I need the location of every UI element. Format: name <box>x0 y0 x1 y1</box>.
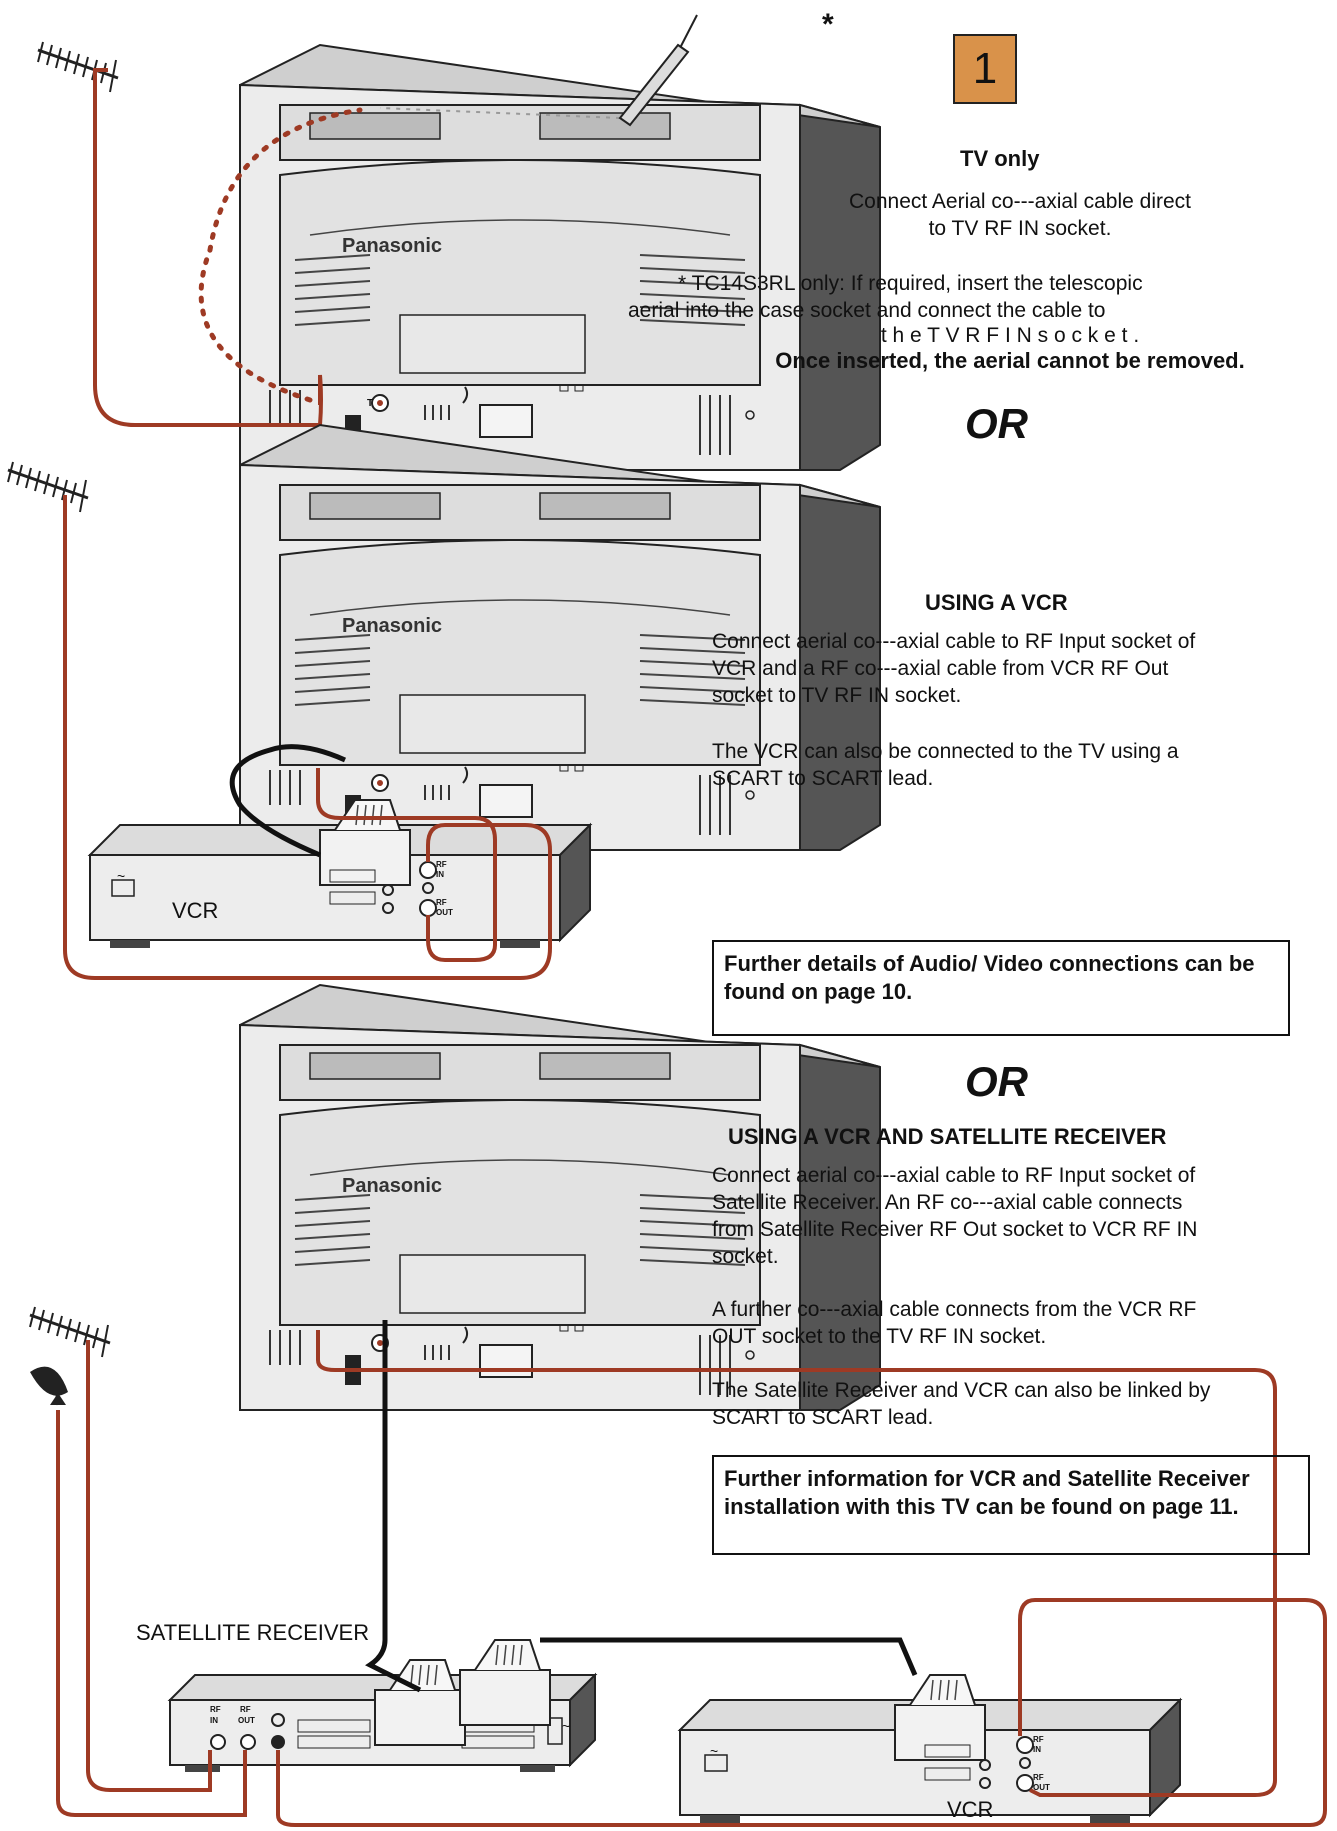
using-vcr-text-3: socket to TV RF IN socket. <box>712 684 962 707</box>
using-vcr-text-5: SCART to SCART lead. <box>712 767 934 790</box>
cable-rf-3c <box>276 1598 1327 1827</box>
cable-rf-3a <box>86 1340 212 1792</box>
cable-dotted-1 <box>198 107 363 403</box>
sat-in-label: IN <box>210 1716 218 1725</box>
vcr-sat-text-2: Satellite Receiver. An RF co---axial cab… <box>712 1191 1183 1214</box>
aerial-3 <box>28 1305 112 1359</box>
brand-label-1: Panasonic <box>342 235 443 257</box>
or-divider-1: OR <box>965 400 1028 447</box>
vcr-sat-text-4: socket. <box>712 1245 779 1268</box>
or-divider-2: OR <box>965 1058 1028 1105</box>
brand-label-3: Panasonic <box>342 1175 443 1197</box>
cable-scart-sat-vcr <box>540 1637 918 1676</box>
cable-scart-vcr <box>229 744 347 858</box>
aerial-2 <box>6 460 90 514</box>
rf-in-symbol-1: T <box>367 398 374 409</box>
telescopic-note-2: aerial into the case socket and connect … <box>628 299 1106 322</box>
vcr-sat-text-1: Connect aerial co---axial cable to RF In… <box>712 1164 1196 1187</box>
vcr1-rf-out-label: RF <box>436 898 447 907</box>
cable-rf-2b <box>316 768 497 962</box>
telescopic-aerial <box>618 14 698 127</box>
vcr2-rf-in-label: RF <box>1033 1735 1044 1744</box>
satellite-receiver-label: SATELLITE RECEIVER <box>136 1620 370 1645</box>
using-vcr-text-4: The VCR can also be connected to the TV … <box>712 740 1179 763</box>
sat-mains-symbol: ~ <box>562 1718 571 1734</box>
av-details-box: Further details of Audio/ Video connecti… <box>712 940 1290 1036</box>
sat-scart-right <box>459 1639 551 1726</box>
aerial-1 <box>36 40 120 94</box>
vcr2-mains-symbol: ~ <box>710 1743 719 1759</box>
using-vcr-text-1: Connect aerial co---axial cable to RF In… <box>712 630 1196 653</box>
vcr2-in-label: IN <box>1033 1745 1041 1754</box>
tv-only-text-1: Connect Aerial co---axial cable direct <box>849 190 1191 213</box>
cable-rf-3d <box>316 1330 1277 1797</box>
vcr-sat-info-box: Further information for VCR and Satellit… <box>712 1455 1310 1555</box>
vcr-sat-text-7: The Satellite Receiver and VCR can also … <box>712 1379 1211 1402</box>
vcr-2-panel <box>704 1736 1034 1792</box>
cable-scart-tv-sat <box>365 1320 422 1693</box>
vcr-sat-text-3: from Satellite Receiver RF Out socket to… <box>712 1218 1198 1241</box>
telescopic-note-3: t h e T V R F I N s o c k e t . <box>880 324 1140 347</box>
vcr-sat-text-6: OUT socket to the TV RF IN socket. <box>712 1325 1047 1348</box>
vcr1-mains-symbol: ~ <box>117 868 126 884</box>
telescopic-note-1: * TC14S3RL only: If required, insert the… <box>678 272 1143 295</box>
brand-label-2: Panasonic <box>342 615 443 637</box>
vcr-sat-info-text-2: installation with this TV can be found o… <box>724 1494 1239 1519</box>
tv-only-text-2: to TV RF IN socket. <box>928 217 1112 240</box>
vcr-sat-heading: USING A VCR AND SATELLITE RECEIVER <box>728 1124 1167 1149</box>
vcr-label-1: VCR <box>172 898 219 923</box>
tv-only-heading: TV only <box>960 146 1040 171</box>
sat-out-label: OUT <box>238 1716 255 1725</box>
vcr1-rf-in-label: RF <box>436 860 447 869</box>
step-number-badge: 1 <box>953 34 1017 104</box>
vcr1-in-label: IN <box>436 870 444 879</box>
cable-rf-1 <box>93 68 323 427</box>
vcr-sat-text-8: SCART to SCART lead. <box>712 1406 934 1429</box>
vcr-sat-text-5: A further co---axial cable connects from… <box>712 1298 1197 1321</box>
vcr2-out-label: OUT <box>1033 1783 1050 1792</box>
vcr1-out-label: OUT <box>436 908 453 917</box>
vcr-sat-info-text-1: Further information for VCR and Satellit… <box>724 1466 1250 1491</box>
cable-rf-2a <box>63 495 552 980</box>
sat-rf-out-label: RF <box>240 1705 251 1714</box>
using-vcr-text-2: VCR and a RF co---axial cable from VCR R… <box>712 657 1169 680</box>
aerial-warning: Once inserted, the aerial cannot be remo… <box>775 348 1245 373</box>
cable-rf-3b <box>56 1410 247 1817</box>
guide-dotted-1 <box>379 107 621 119</box>
av-details-text-1: Further details of Audio/ Video connecti… <box>724 951 1255 976</box>
vcr2-rf-out-label: RF <box>1033 1773 1044 1782</box>
vcr-2-scart <box>894 1674 986 1761</box>
using-vcr-heading: USING A VCR <box>925 590 1068 615</box>
sat-rf-in-label: RF <box>210 1705 221 1714</box>
av-details-text-2: found on page 10. <box>724 979 913 1004</box>
satellite-dish-icon <box>30 1366 68 1406</box>
vcr-label-2: VCR <box>947 1797 994 1822</box>
tv-1 <box>239 44 881 471</box>
asterisk-mark: * <box>822 8 834 41</box>
